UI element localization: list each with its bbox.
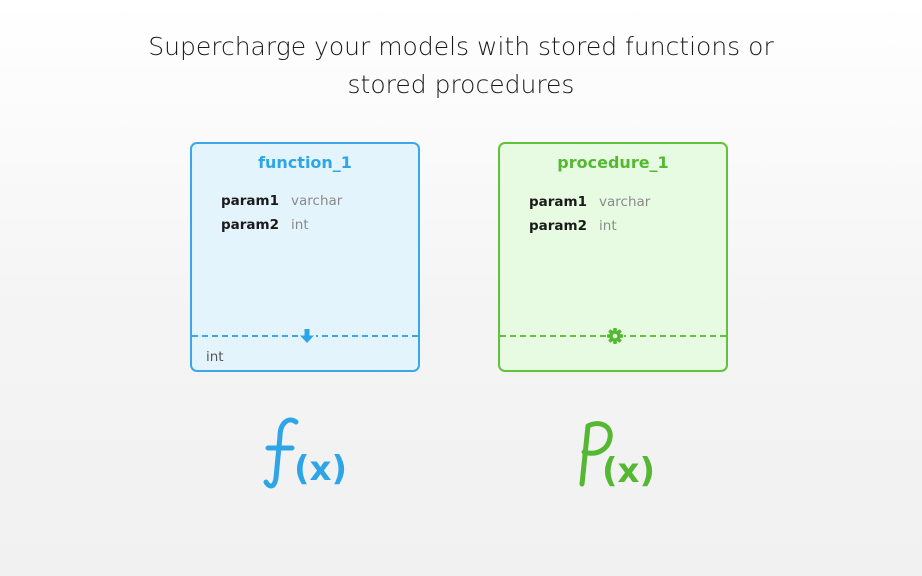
param-name: param1 bbox=[529, 194, 588, 210]
procedure-letter-p bbox=[579, 421, 613, 487]
param-type: int bbox=[599, 218, 617, 234]
procedure-arg: (x) bbox=[602, 451, 655, 491]
procedure-card: procedure_1 param1 varchar param2 int bbox=[498, 142, 728, 372]
function-card: function_1 param1 varchar param2 int int bbox=[190, 142, 420, 372]
headline: Supercharge your models with stored func… bbox=[0, 28, 922, 104]
param-type: int bbox=[291, 217, 309, 233]
param-name: param1 bbox=[221, 193, 280, 209]
function-arg: (x) bbox=[294, 449, 347, 489]
headline-line-2: stored procedures bbox=[347, 70, 575, 99]
function-letter-f bbox=[263, 417, 299, 489]
param-type: varchar bbox=[599, 194, 651, 210]
procedure-symbol: (x) bbox=[579, 421, 655, 491]
procedure-param-row: param1 varchar bbox=[529, 194, 650, 210]
param-name: param2 bbox=[221, 217, 280, 233]
procedure-card-title: procedure_1 bbox=[557, 153, 669, 172]
headline-line-1: Supercharge your models with stored func… bbox=[148, 32, 774, 61]
param-name: param2 bbox=[529, 218, 588, 234]
function-param-row: param1 varchar bbox=[221, 193, 342, 209]
procedure-param-row: param2 int bbox=[529, 218, 617, 234]
function-param-row: param2 int bbox=[221, 217, 309, 233]
function-symbol: (x) bbox=[263, 417, 347, 489]
param-type: varchar bbox=[291, 193, 343, 209]
function-card-title: function_1 bbox=[258, 153, 352, 172]
gear-icon bbox=[606, 327, 624, 345]
arrow-down-icon bbox=[298, 327, 316, 345]
return-type: int bbox=[206, 349, 224, 365]
